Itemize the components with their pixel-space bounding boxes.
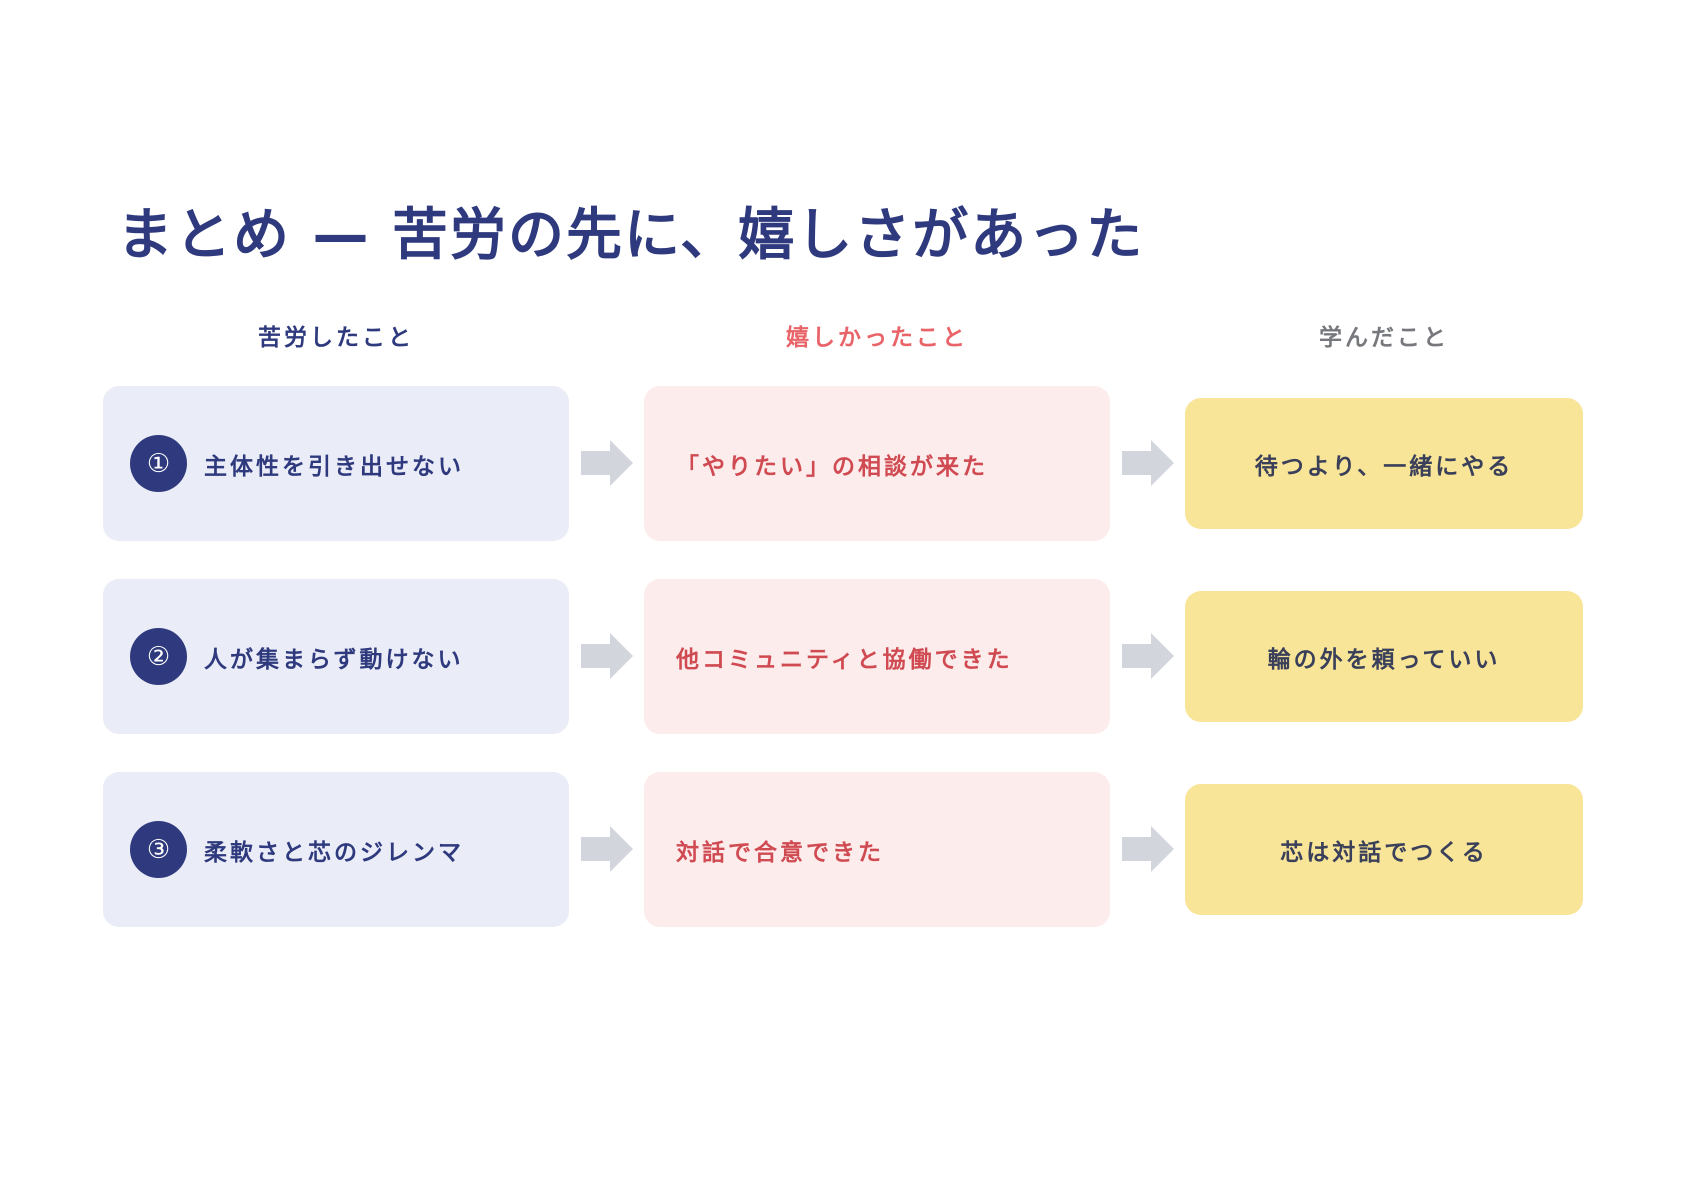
- learned-text: 待つより、一緒にやる: [1254, 453, 1514, 480]
- struggle-card: ① 主体性を引き出せない: [103, 386, 569, 541]
- right-arrow-icon: [581, 440, 633, 486]
- page-title: まとめ — 苦労の先に、嬉しさがあった: [117, 203, 1145, 268]
- struggle-card: ② 人が集まらず動けない: [103, 579, 569, 734]
- joy-card: 対話で合意できた: [644, 772, 1110, 927]
- struggle-card: ③ 柔軟さと芯のジレンマ: [103, 772, 569, 927]
- learned-card: 輪の外を頼っていい: [1185, 591, 1583, 722]
- learned-card: 芯は対話でつくる: [1185, 784, 1583, 915]
- column-header-struggle: 苦労したこと: [258, 325, 414, 351]
- number-badge: ③: [130, 821, 187, 878]
- struggle-text: 柔軟さと芯のジレンマ: [204, 839, 464, 866]
- column-header-learned: 学んだこと: [1319, 325, 1449, 351]
- right-arrow-icon: [581, 633, 633, 679]
- learned-text: 芯は対話でつくる: [1280, 839, 1488, 866]
- number-badge: ②: [130, 628, 187, 685]
- right-arrow-icon: [1122, 826, 1174, 872]
- joy-text: 「やりたい」の相談が来た: [676, 453, 988, 480]
- struggle-text: 主体性を引き出せない: [204, 453, 464, 480]
- number-badge: ①: [130, 435, 187, 492]
- column-header-joy: 嬉しかったこと: [786, 325, 968, 351]
- struggle-text: 人が集まらず動けない: [204, 646, 464, 673]
- right-arrow-icon: [1122, 633, 1174, 679]
- joy-card: 「やりたい」の相談が来た: [644, 386, 1110, 541]
- joy-text: 他コミュニティと協働できた: [676, 646, 1013, 673]
- learned-text: 輪の外を頼っていい: [1267, 646, 1501, 673]
- joy-card: 他コミュニティと協働できた: [644, 579, 1110, 734]
- joy-text: 対話で合意できた: [676, 839, 884, 866]
- right-arrow-icon: [1122, 440, 1174, 486]
- right-arrow-icon: [581, 826, 633, 872]
- learned-card: 待つより、一緒にやる: [1185, 398, 1583, 529]
